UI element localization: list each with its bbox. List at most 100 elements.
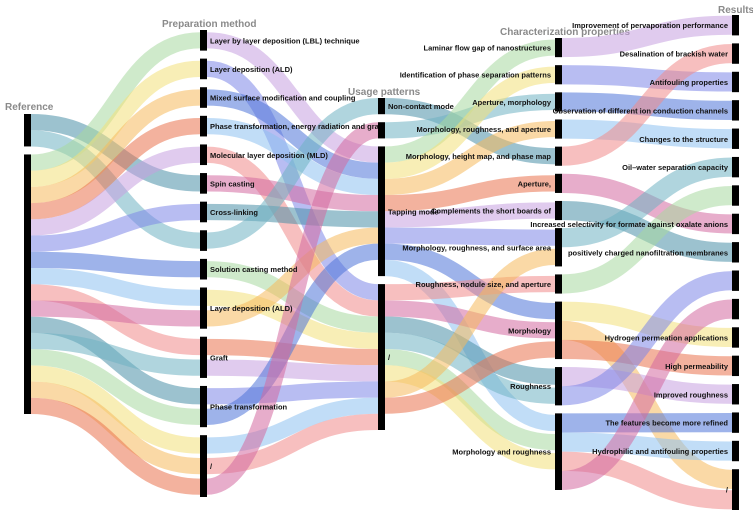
node-label-p_mixed: Mixed surface modification and coupling	[210, 94, 356, 103]
flow-link-ref_b-to-p_mixed	[30, 89, 201, 204]
flow-link-u_tapping-to-c_mrsa	[384, 227, 556, 246]
flow-link-p_mixed-to-u_tapping	[206, 89, 379, 179]
node-label-c_mandr: Morphology and roughness	[452, 448, 551, 457]
flow-link-c_ident-to-r_antifoul	[561, 65, 733, 92]
flow-link-p_slash-to-u_slash	[206, 397, 379, 454]
node-c_rnsa	[555, 274, 562, 294]
flow-link-ref_b-to-p_solution	[30, 251, 201, 278]
node-p_ald1	[200, 58, 207, 80]
column-title-reference: Reference	[5, 102, 54, 113]
node-label-u_noncontact: Non-contact mode	[388, 102, 454, 111]
flow-link-p_graft-to-u_slash	[206, 338, 379, 366]
node-label-c_mhp: Morphology, height map, and phase map	[406, 152, 552, 161]
node-label-p_phase_energy: Phase transformation, energy radiation a…	[210, 122, 384, 131]
node-label-c_rough: Roughness	[510, 382, 551, 391]
node-label-p_solution: Solution casting method	[210, 265, 298, 274]
flow-link-c_rnsa-to-r_blank1	[561, 185, 733, 294]
node-r_blank3	[732, 298, 739, 320]
node-label-r_obs: Observation of different ion conduction …	[553, 106, 728, 115]
node-p_spin	[200, 173, 207, 194]
node-r_obs	[732, 100, 739, 121]
node-r_antifoul	[732, 71, 739, 93]
flow-link-u_slash-to-c_mrsa	[384, 248, 556, 398]
node-u_noncontact	[378, 98, 385, 115]
node-c_mandr	[555, 413, 562, 490]
node-u_small	[378, 122, 385, 139]
node-r_blank2	[732, 270, 739, 291]
flow-link-u_slash-to-c_rnsa	[384, 275, 556, 301]
node-r_hydrogen	[732, 327, 739, 348]
node-label-r_hydrophilic: Hydrophilic and antifouling properties	[592, 447, 728, 456]
column-title-characterization: Characterization properties	[500, 27, 631, 38]
flow-link-p_graft-to-u_slash	[206, 359, 379, 382]
flow-link-ref_b-to-p_mld	[30, 146, 201, 236]
node-p_cross	[200, 201, 207, 223]
node-p_blank	[200, 230, 207, 251]
node-r_perv	[732, 15, 739, 36]
node-r_refined	[732, 412, 739, 433]
node-c_morph	[555, 301, 562, 360]
flow-link-u_tapping-to-c_ident	[384, 66, 556, 179]
flow-link-ref_b-to-p_phase_energy	[30, 118, 201, 220]
node-label-c_mrsa: Morphology, roughness, and surface area	[402, 243, 551, 252]
node-label-r_desal: Desalination of brackish water	[620, 50, 728, 59]
node-label-c_aperture: Aperture,	[518, 179, 551, 188]
node-label-r_refined: The features become more refined	[605, 419, 728, 428]
node-p_mixed	[200, 87, 207, 108]
flow-link-u_slash-to-c_mandr	[384, 348, 556, 451]
node-label-c_complements: Complements the short boards of	[431, 207, 552, 216]
node-label-p_slash: /	[210, 462, 213, 471]
node-p_mld	[200, 144, 207, 166]
flow-link-c_mhp-to-r_desal	[561, 44, 733, 166]
node-label-p_ald1: Layer deposition (ALD)	[210, 65, 293, 74]
flow-link-c_mandr-to-r_hydrophilic	[561, 432, 733, 461]
node-label-r_oilwater: Oil–water separation capacity	[622, 163, 729, 172]
flow-link-ref_b-to-p_graft	[30, 332, 201, 376]
node-label-r_highperm: High permeability	[665, 362, 729, 371]
node-label-p_spin: Spin casting	[210, 179, 255, 188]
node-p_phase	[200, 385, 207, 428]
node-label-c_apmorph: Aperture, morphology	[472, 98, 552, 107]
flow-link-ref_b-to-p_phase	[30, 349, 201, 425]
node-label-r_posnf: positively charged nanofiltration membra…	[568, 248, 728, 257]
node-c_laminar	[555, 38, 562, 58]
node-r_highperm	[732, 355, 739, 377]
column-title-results: Results	[718, 5, 753, 16]
flow-link-u_tapping-to-c_mra	[384, 120, 556, 196]
node-p_ald2	[200, 287, 207, 329]
flow-link-p_phase-to-u_slash	[206, 381, 379, 405]
node-c_aperture	[555, 173, 562, 193]
node-label-c_rnsa: Roughness, nodule size, and aperture	[416, 280, 551, 289]
flow-link-c_rough-to-r_blank2	[561, 271, 733, 406]
flow-link-u_slash-to-c_rough	[384, 316, 556, 385]
node-r_oilwater	[732, 156, 739, 178]
node-p_solution	[200, 258, 207, 280]
flow-link-ref_b-to-p_ald1	[30, 60, 201, 187]
flow-link-u_tapping-to-c_aperture	[384, 175, 556, 212]
node-label-p_graft: Graft	[210, 353, 228, 362]
flow-link-c_morph-to-r_highperm	[561, 339, 733, 376]
flow-link-c_mra-to-r_changes	[561, 119, 733, 149]
node-c_mrsa	[555, 228, 562, 267]
flow-link-p_slash-to-u_small	[205, 122, 380, 495]
node-r_slash	[732, 469, 739, 510]
flow-link-p_mld-to-u_slash	[206, 146, 379, 317]
node-label-r_perv: Improvement of pervaporation performance	[572, 21, 728, 30]
node-label-c_mra: Morphology, roughness, and aperture	[417, 125, 551, 134]
node-u_tapping	[378, 146, 385, 277]
flow-link-ref_b-to-p_slash	[30, 397, 201, 495]
node-r_posnf	[732, 242, 739, 263]
node-ref_b	[24, 154, 31, 414]
flow-link-u_tapping-to-c_laminar	[384, 39, 556, 163]
node-c_mra	[555, 119, 562, 139]
flow-link-ref_b-to-p_ald2	[30, 300, 201, 327]
node-p_phase_energy	[200, 115, 207, 137]
node-label-r_slash: /	[726, 486, 729, 495]
node-label-u_tapping: Tapping mode	[388, 207, 439, 216]
node-label-u_slash: /	[388, 353, 391, 362]
node-c_complements	[555, 200, 562, 221]
node-r_changes	[732, 128, 739, 149]
node-label-r_changes: Changes to the structure	[639, 135, 728, 144]
node-label-c_morph: Morphology	[508, 326, 552, 335]
